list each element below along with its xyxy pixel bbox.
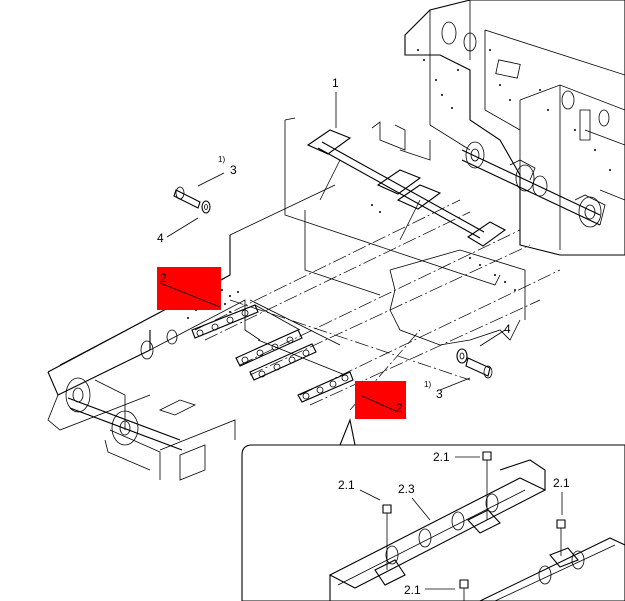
- detail-bolt-bottom: [459, 579, 469, 601]
- chain-assembly: [191, 199, 561, 411]
- callout-3-bottom: 3: [436, 387, 443, 401]
- detail-bolt-right: [556, 519, 566, 556]
- tail-roller-assembly: [65, 377, 236, 481]
- bolt-bottom: [465, 357, 493, 379]
- callout-3-bottom-note: 1): [424, 380, 431, 389]
- callout-3-top-note: 1): [218, 155, 225, 164]
- callout-4-bottom: 4: [504, 322, 511, 336]
- bolt-top: [173, 186, 201, 209]
- detail-callout-2-1-left: 2.1: [338, 478, 355, 492]
- callout-2-left: 2: [160, 271, 167, 285]
- machine-frame: [371, 0, 625, 256]
- detail-bolt-top: [482, 451, 492, 520]
- callout-1: 1: [332, 76, 339, 90]
- flight-bar: [284, 117, 507, 286]
- lower-housing: [249, 204, 526, 346]
- callout-2-right: 2: [396, 401, 403, 415]
- highlight-box-right: [355, 381, 406, 419]
- drive-shaft-assembly: [461, 141, 606, 228]
- detail-bolt-left: [382, 504, 392, 570]
- leader-on-highlight-right: [361, 395, 399, 413]
- washer-bottom: [456, 348, 468, 364]
- detail-callout-2-1-right: 2.1: [553, 476, 570, 490]
- detail-inset: 2.1 2.1 2.3 2.1 2.1: [241, 418, 625, 601]
- leader-on-highlight-left: [159, 282, 221, 308]
- detail-callout-2-3: 2.3: [398, 482, 415, 496]
- callout-3-top: 3: [230, 163, 237, 177]
- left-side-frame: [47, 184, 336, 431]
- callout-4-top: 4: [157, 231, 164, 245]
- washer-top: [201, 200, 211, 214]
- detail-callout-2-1-top: 2.1: [433, 450, 450, 464]
- detail-callout-2-1-bottom: 2.1: [404, 583, 421, 597]
